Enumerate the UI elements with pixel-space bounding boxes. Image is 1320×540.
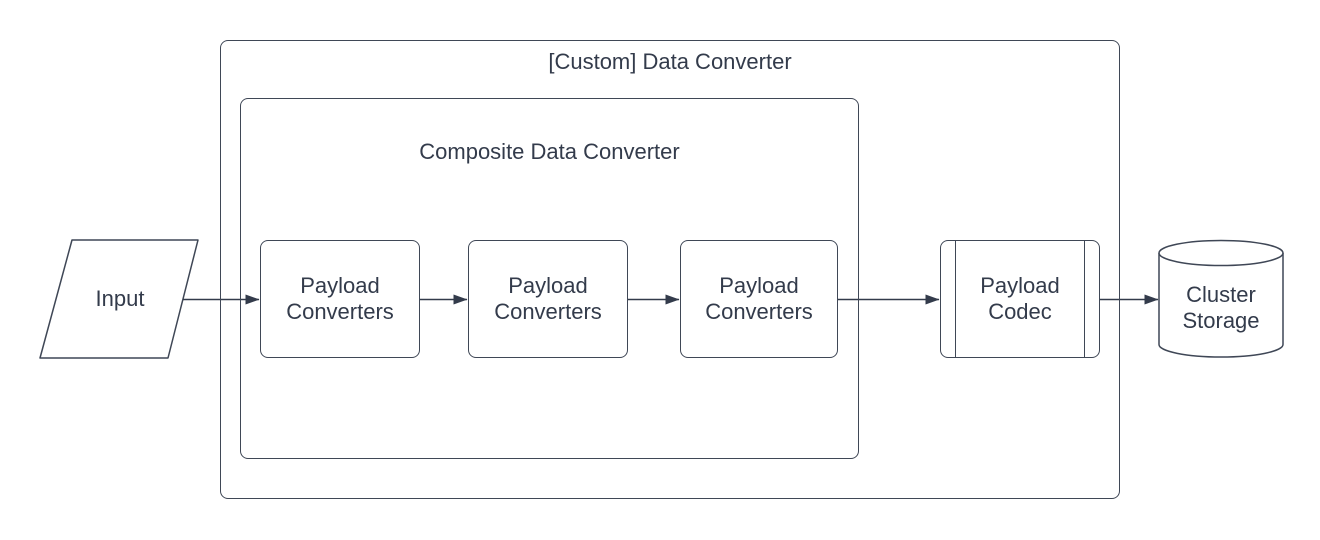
payload-converter-node-2: Payload Converters — [468, 240, 628, 358]
payload-converter-node-3: Payload Converters — [680, 240, 838, 358]
payload-codec-label: Payload Codec — [980, 273, 1060, 324]
payload-converter-3-label: Payload Converters — [705, 273, 813, 324]
payload-converter-1-label: Payload Converters — [286, 273, 394, 324]
input-node: Input — [48, 240, 192, 358]
custom-data-converter-title: [Custom] Data Converter — [548, 49, 792, 74]
composite-data-converter-title: Composite Data Converter — [419, 139, 680, 164]
input-node-shape — [39, 239, 199, 359]
cluster-storage-label: Cluster Storage — [1182, 282, 1260, 333]
cluster-storage-node-shape — [1158, 239, 1284, 358]
payload-converter-2-label: Payload Converters — [494, 273, 602, 324]
cluster-storage-node: Cluster Storage — [1159, 256, 1283, 360]
input-node-label: Input — [95, 286, 145, 311]
payload-converter-node-1: Payload Converters — [260, 240, 420, 358]
payload-codec-node: Payload Codec — [940, 240, 1100, 358]
custom-data-converter-container — [220, 40, 1120, 499]
composite-data-converter-container — [240, 98, 859, 459]
